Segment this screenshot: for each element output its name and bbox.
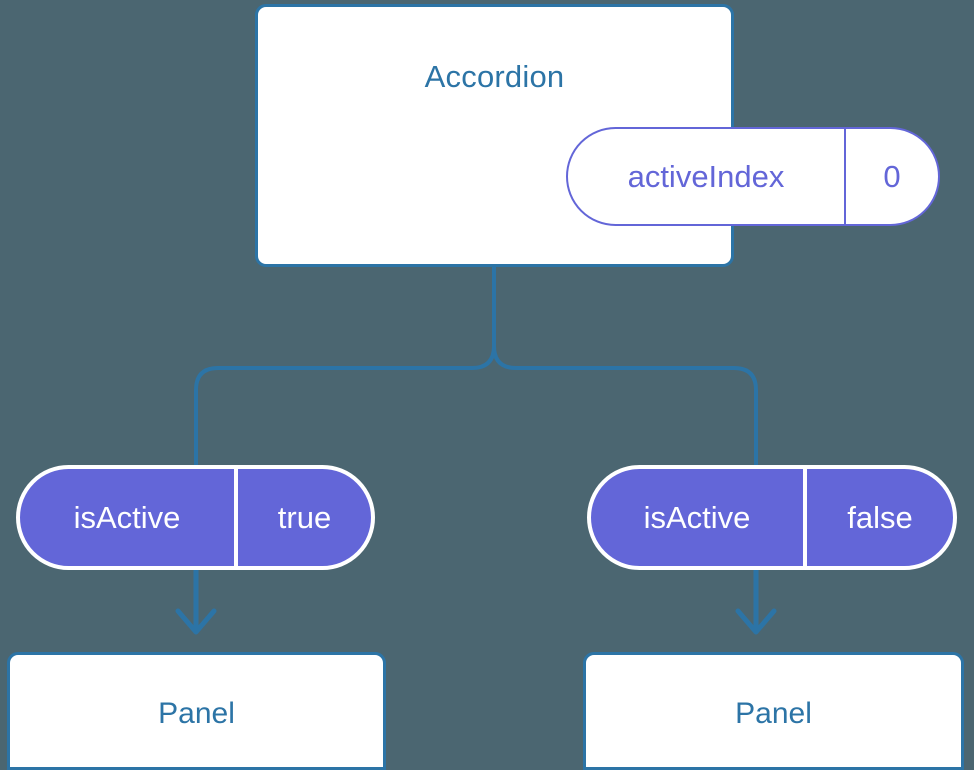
prop-pill-isactive-false[interactable]: isActive false [587,465,957,570]
prop-pill-isactive-false-value: false [847,500,913,535]
prop-pill-isactive-true[interactable]: isActive true [16,465,375,570]
panel-right-title: Panel [735,697,812,730]
prop-pill-isactive-true-value: true [277,500,332,535]
node-panel-right[interactable]: Panel [583,652,964,770]
connector-root-to-left-child [194,345,496,465]
arrow-left-head-icon [175,608,217,635]
accordion-title: Accordion [424,59,565,94]
node-panel-left[interactable]: Panel [7,652,386,770]
state-pill-activeindex-value: 0 [883,159,901,194]
arrow-right-head-icon [735,608,777,635]
connector-root-to-right-child [492,266,758,465]
panel-left-title: Panel [158,697,235,730]
state-pill-activeindex[interactable]: activeIndex 0 [566,127,940,226]
node-accordion[interactable]: Accordion activeIndex 0 [255,4,940,267]
prop-pill-isactive-true-key: isActive [20,469,238,566]
prop-pill-isactive-false-key: isActive [591,469,807,566]
state-pill-activeindex-key: activeIndex [568,129,846,224]
